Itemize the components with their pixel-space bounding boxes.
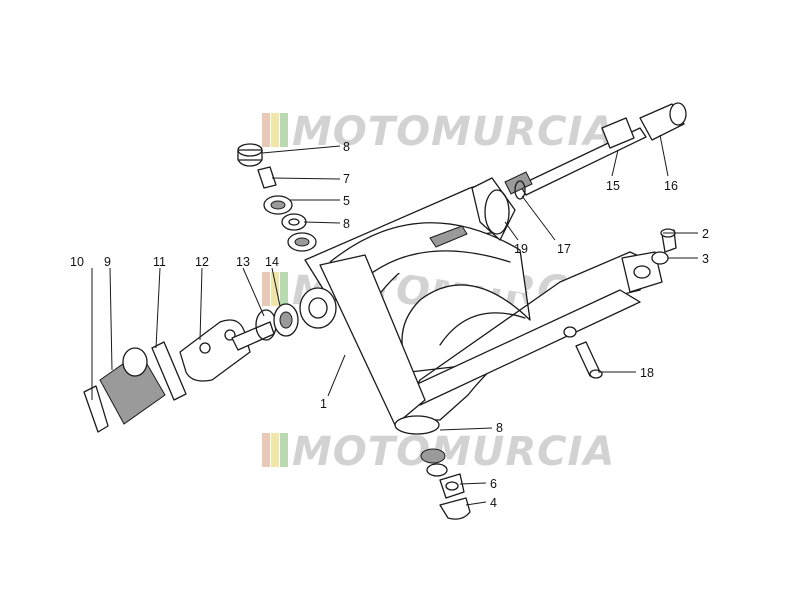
callout-15: 15: [606, 179, 620, 193]
watermark-flag-stripe: [262, 433, 270, 467]
callout-8-lower: 8: [496, 421, 503, 435]
watermark-flag-stripe: [262, 113, 270, 147]
watermark-flag-stripe: [271, 113, 279, 147]
watermark-flag-stripe: [271, 433, 279, 467]
callout-17: 17: [557, 242, 571, 256]
callout-8-upper: 8: [343, 217, 350, 231]
callout-3: 3: [702, 252, 709, 266]
callout-4: 4: [490, 496, 497, 510]
watermark-text: MOTOMURCIA: [292, 429, 615, 475]
callout-19: 19: [514, 242, 528, 256]
watermark-flag-stripe: [280, 113, 288, 147]
watermark-flag-stripe: [280, 272, 288, 306]
universal-joint-assembly: [83, 303, 299, 433]
callout-6: 6: [490, 477, 497, 491]
callout-11: 11: [153, 255, 166, 269]
callout-1: 1: [320, 397, 327, 411]
callout-8-top: 8: [343, 140, 350, 154]
upper-pivot-stack: [237, 143, 317, 252]
watermark-text: MOTOMURCIA: [292, 109, 615, 155]
callout-12: 12: [195, 255, 209, 269]
drive-shaft: [504, 102, 687, 200]
callout-9: 9: [104, 255, 111, 269]
watermark-flag-stripe: [280, 433, 288, 467]
callout-labels: 8 7 5 8 2 3 15 16 17 19 18 1 10 9 11 12 …: [70, 140, 709, 510]
callout-2: 2: [702, 227, 709, 241]
callout-14: 14: [265, 255, 279, 269]
swingarm: [299, 177, 663, 435]
fasteners: [575, 228, 677, 379]
callout-18: 18: [640, 366, 654, 380]
callout-10: 10: [70, 255, 84, 269]
watermark-flag-stripe: [262, 272, 270, 306]
callout-5: 5: [343, 194, 350, 208]
watermark-flag-stripe: [271, 272, 279, 306]
callout-16: 16: [664, 179, 678, 193]
callout-7: 7: [343, 172, 350, 186]
watermark-top: MOTOMURCIA: [262, 109, 615, 155]
leader-lines: [91, 134, 698, 506]
callout-13: 13: [236, 255, 250, 269]
lower-pivot-stack: [420, 448, 471, 520]
watermark-bottom: MOTOMURCIA: [262, 429, 615, 475]
